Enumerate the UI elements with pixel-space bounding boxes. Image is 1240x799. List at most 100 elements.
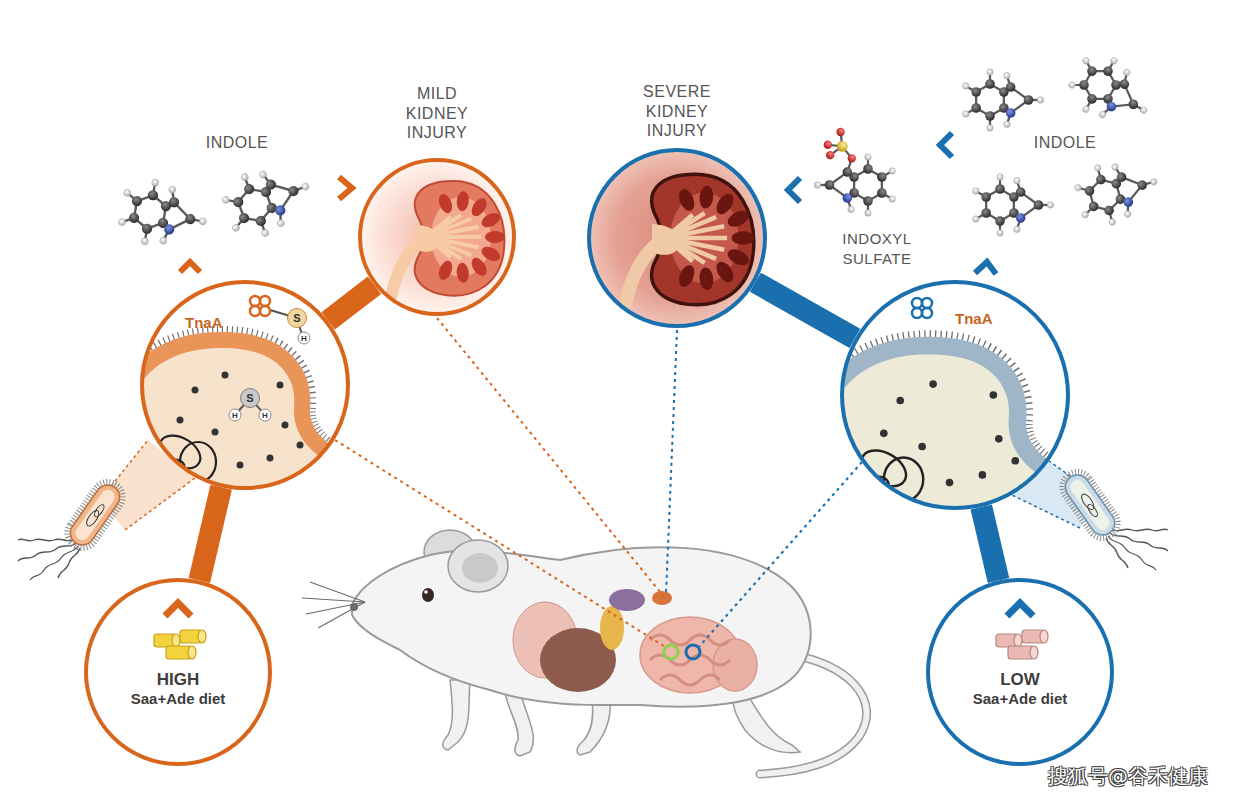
atom xyxy=(1105,100,1118,113)
atom xyxy=(863,164,873,174)
atom xyxy=(971,103,981,113)
circle-outline xyxy=(358,158,516,316)
diet-level: LOW xyxy=(1000,670,1040,690)
diet-circle: HIGHSaa+Ade diet xyxy=(84,578,272,766)
bacterium-dna xyxy=(93,503,106,518)
atom xyxy=(985,111,995,121)
atom xyxy=(168,196,180,208)
mouse-eye xyxy=(422,588,434,602)
atom xyxy=(1047,202,1053,208)
leader-line xyxy=(437,318,665,598)
kidney-pyramid xyxy=(469,196,490,219)
atom xyxy=(1122,196,1134,208)
cell-granule xyxy=(979,471,987,479)
atom xyxy=(837,141,848,152)
connector-band xyxy=(328,285,374,321)
site-marker xyxy=(686,645,700,659)
cell-granule xyxy=(946,479,954,487)
cell-granule xyxy=(282,422,289,429)
cell-granule xyxy=(192,387,199,394)
cell-granule xyxy=(267,455,274,462)
atom xyxy=(243,182,256,195)
flagellum xyxy=(1106,538,1128,568)
atom xyxy=(131,195,143,207)
atom xyxy=(1110,56,1119,65)
food-pellet-end xyxy=(1040,630,1048,643)
atom xyxy=(987,125,993,131)
site-marker xyxy=(664,645,678,659)
cell-granule xyxy=(918,443,926,451)
label-anchor: H xyxy=(298,332,311,345)
bacterium-dna xyxy=(84,509,101,528)
leader-line xyxy=(698,462,862,648)
mouse-body xyxy=(352,547,811,707)
label-anchor: INDOLE xyxy=(206,133,269,154)
mouse-whisker xyxy=(318,602,365,628)
atom xyxy=(128,212,140,224)
atom xyxy=(863,196,873,206)
mouse-eye-light xyxy=(424,590,428,594)
kidney-pyramid xyxy=(725,207,752,230)
atom xyxy=(824,141,832,149)
label-anchor: H xyxy=(229,409,242,422)
atom xyxy=(1016,187,1026,197)
atom xyxy=(163,223,175,235)
atom xyxy=(159,237,167,245)
atom xyxy=(971,87,981,97)
atom xyxy=(147,189,159,201)
atom xyxy=(1082,56,1091,65)
diet-level: HIGH xyxy=(157,670,200,690)
atom xyxy=(1068,81,1077,90)
atom xyxy=(118,218,126,226)
atom xyxy=(963,111,969,117)
atom xyxy=(287,184,300,197)
cell-granule xyxy=(995,435,1003,443)
bacterium-body xyxy=(1061,470,1120,539)
cell-clip xyxy=(818,346,1103,543)
atom xyxy=(240,173,249,182)
mouse-leg xyxy=(577,700,610,755)
cell-dna xyxy=(154,429,206,475)
atom xyxy=(232,196,245,209)
molecule xyxy=(116,174,212,254)
atom xyxy=(184,213,196,225)
atom xyxy=(1074,184,1082,192)
atom xyxy=(1081,211,1089,219)
atom xyxy=(1124,210,1132,218)
kidney-circle: MILD KIDNEY INJURY xyxy=(358,158,516,316)
food-pellet-end xyxy=(1030,646,1038,659)
enzyme-symbol xyxy=(260,306,270,316)
atom xyxy=(301,182,310,191)
enzyme-symbol xyxy=(912,298,922,308)
atom xyxy=(1101,65,1114,78)
flagellum xyxy=(1112,529,1168,531)
atom xyxy=(987,69,993,75)
flow-chevron xyxy=(165,603,191,616)
renal-pelvis xyxy=(652,224,679,255)
atom-label: S xyxy=(240,388,260,408)
zoom-line xyxy=(1012,495,1080,528)
kidney-pyramid xyxy=(676,187,697,213)
circle-outline xyxy=(587,148,767,328)
atom xyxy=(1098,110,1107,119)
injury-heading: MILD KIDNEY INJURY xyxy=(395,84,479,142)
atom xyxy=(848,206,854,212)
kidney-pyramid xyxy=(698,185,714,209)
flagellum xyxy=(30,546,78,580)
cell-granule xyxy=(222,372,229,379)
cell-granule xyxy=(929,380,937,388)
atom xyxy=(1103,205,1115,217)
atom xyxy=(1122,68,1131,77)
atom xyxy=(1127,98,1140,111)
atom xyxy=(1139,106,1148,115)
molecule xyxy=(1061,44,1162,139)
flagellum xyxy=(58,548,80,578)
atom xyxy=(848,154,856,162)
mouse-whisker xyxy=(306,602,365,614)
atom xyxy=(995,216,1005,226)
bacterium-circle: TnaA xyxy=(140,280,350,490)
injury-heading: SEVERE KIDNEY INJURY xyxy=(635,82,719,140)
circle-border xyxy=(86,580,270,764)
atom xyxy=(264,178,277,191)
atom xyxy=(1006,108,1016,118)
